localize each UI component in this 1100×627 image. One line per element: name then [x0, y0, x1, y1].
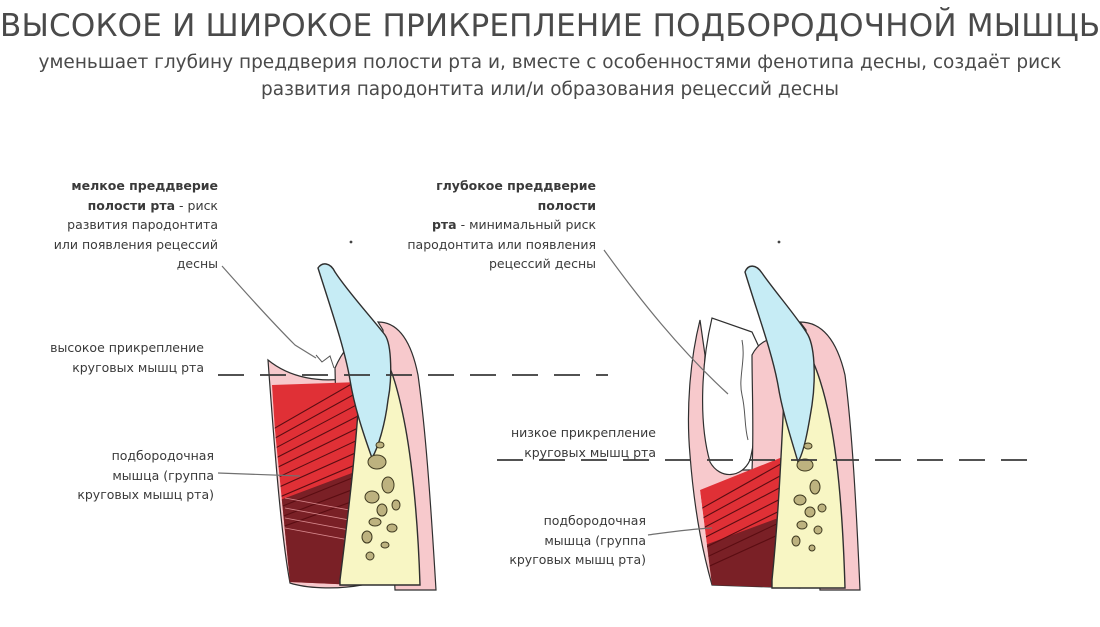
left-dot-marker [349, 240, 353, 244]
left-attachment-line2: круговых мышц рта [72, 359, 204, 375]
right-muscle-label: подбородочная мышца (группа круговых мыш… [448, 511, 646, 570]
left-vestibule-line4: или появления рецессий [53, 236, 218, 252]
left-vestibule-label: мелкое преддверие полости рта - риск раз… [20, 176, 218, 274]
right-muscle-line1: подбородочная [543, 513, 646, 528]
left-attachment-label: высокое прикрепление круговых мышц рта [20, 338, 204, 377]
left-muscle-line3: круговых мышц рта) [77, 487, 214, 502]
page-title: ВЫСОКОЕ И ШИРОКОЕ ПРИКРЕПЛЕНИЕ ПОДБОРОДО… [0, 8, 1100, 44]
left-attachment-line1: высокое прикрепление [50, 340, 204, 355]
left-vestibule-mark [315, 354, 335, 369]
right-vestibule-line2-rest: - минимальный риск [456, 217, 596, 232]
left-bone-particles [361, 441, 401, 561]
page-subtitle: уменьшает глубину преддверия полости рта… [0, 49, 1100, 103]
right-vestibule-line4: рецессий десны [488, 256, 596, 271]
left-vestibule-bold-2: полости рта [87, 197, 176, 213]
left-vestibule-line3: развития пародонтита [67, 217, 218, 232]
right-vestibule-label: глубокое преддверие полости рта - минима… [376, 176, 596, 274]
left-vestibule-leader-line [221, 265, 317, 359]
left-vestibule-bold-1: мелкое преддверие [71, 178, 218, 193]
left-diagram [267, 240, 437, 591]
right-vestibule-bold-1: глубокое преддверие полости [436, 178, 596, 213]
right-vestibule-leader-line [603, 249, 729, 395]
left-vestibule-line5: десны [176, 256, 218, 271]
right-attachment-label: низкое прикрепление круговых мышц рта [476, 423, 656, 462]
subtitle-line-1: уменьшает глубину преддверия полости рта… [38, 52, 1062, 73]
right-muscle-leader-line [647, 527, 713, 536]
right-attachment-line2: круговых мышц рта [524, 444, 656, 460]
left-muscle-leader-line [217, 472, 301, 477]
right-muscle-line2: мышца (группа [544, 532, 646, 548]
left-muscle-line1: подбородочная [111, 448, 214, 463]
right-muscle-line3: круговых мышц рта) [509, 552, 646, 567]
subtitle-line-2: развития пародонтита или/и образования р… [261, 79, 839, 100]
left-incisor-tooth [317, 263, 392, 460]
right-dot-marker [777, 240, 781, 244]
right-attachment-line1: низкое прикрепление [510, 425, 656, 440]
right-vestibule-line3: пародонтита или появления [407, 236, 596, 252]
left-vestibule-line2-rest: - риск [175, 197, 218, 213]
right-diagram [687, 240, 861, 591]
right-bone-particles [791, 442, 827, 552]
right-incisor-tooth [744, 265, 815, 464]
right-vestibule-bold-2: рта [431, 217, 457, 232]
left-mentalis-muscle [268, 377, 360, 585]
left-muscle-line2: мышца (группа [112, 467, 214, 483]
left-muscle-label: подбородочная мышца (группа круговых мыш… [20, 446, 214, 505]
right-vestibule-squiggle [740, 339, 749, 441]
